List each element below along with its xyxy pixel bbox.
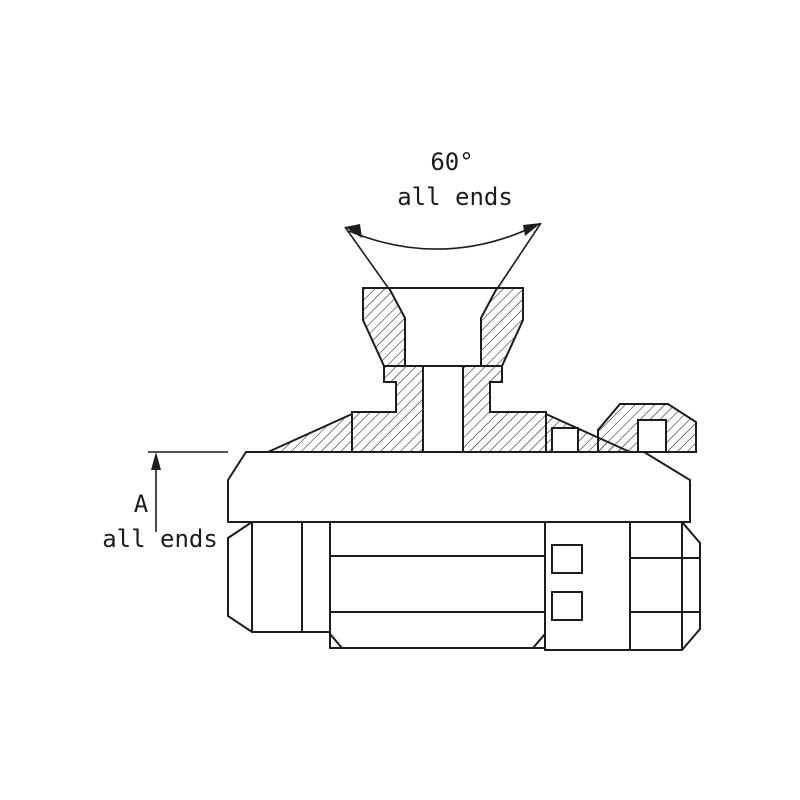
nut-outline (544, 521, 701, 651)
dimension-a-note-label: all ends (102, 525, 218, 553)
nut-window-upper (551, 544, 583, 574)
male-end-outline (227, 521, 331, 633)
hex-corner-right (532, 633, 546, 649)
right-thread-relief (551, 427, 579, 453)
dimension-a-label: A (134, 490, 149, 518)
cone-seat-bore (387, 287, 499, 367)
branch-neck-right-wall (462, 365, 547, 453)
angle-dimension: 60° all ends (344, 148, 542, 290)
angle-extension-left (344, 226, 390, 290)
left-shoulder-hatch (267, 412, 353, 453)
branch-section (351, 287, 547, 453)
nut-window-lower (551, 591, 583, 621)
plate-outline (227, 451, 691, 523)
angle-arrow-right (523, 223, 541, 236)
hex-corner-left (329, 633, 343, 649)
angle-value-label: 60° (430, 148, 473, 176)
dimension-a: A all ends (102, 451, 228, 553)
branch-neck-left-wall (351, 365, 424, 453)
angle-extension-right (496, 222, 542, 290)
hex-body (329, 521, 546, 649)
swivel-nut (544, 403, 701, 651)
hex-outline (329, 521, 546, 649)
male-end (227, 521, 331, 633)
dimension-a-arrow (151, 452, 161, 470)
angle-arrow-left (345, 224, 362, 238)
angle-arc (348, 224, 538, 250)
nut-top-slot (637, 419, 667, 453)
angle-note-label: all ends (397, 183, 513, 211)
